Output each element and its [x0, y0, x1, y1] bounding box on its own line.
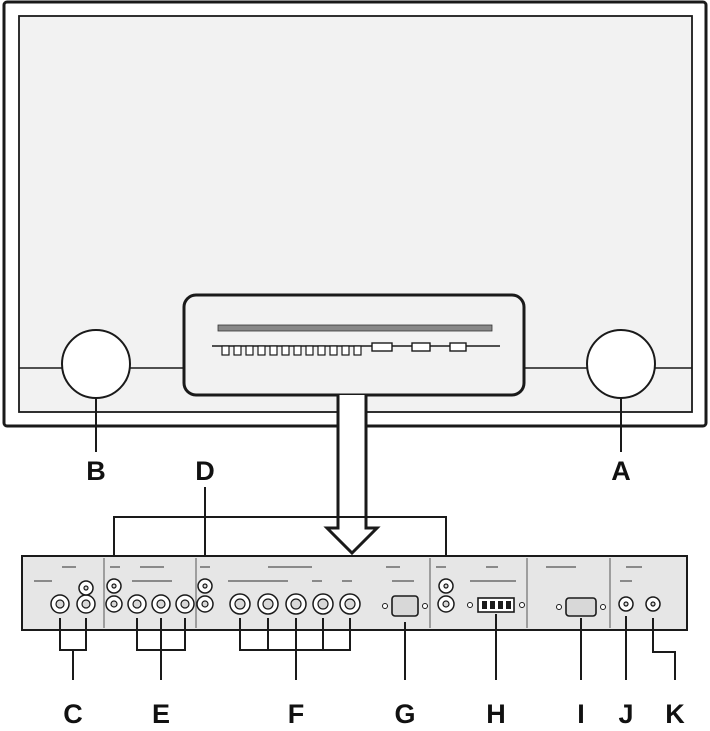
jack-core: [55, 599, 65, 609]
bracket-c: [59, 618, 87, 680]
jack-core: [180, 599, 190, 609]
panel-label-stroke: [620, 580, 632, 582]
dsub-connector: [565, 597, 597, 617]
bracket-audio-link: [113, 516, 447, 585]
jack-core: [317, 598, 329, 610]
mini-port: [245, 345, 254, 356]
panel-dividers: [103, 558, 611, 628]
mini-port: [221, 345, 230, 356]
callout-g: G: [394, 699, 415, 729]
terminal-area-box: [182, 293, 526, 397]
multipin-screw: [467, 602, 473, 608]
mini-port: [281, 345, 290, 356]
jack-core: [132, 599, 142, 609]
mini-port: [317, 345, 326, 356]
multipin-pin: [498, 601, 503, 609]
jack-core: [156, 599, 166, 609]
multipin-screw: [519, 602, 525, 608]
mini-port: [341, 345, 350, 356]
multipin-pin: [490, 601, 495, 609]
panel-label-stroke: [546, 566, 576, 568]
jack-core: [83, 585, 89, 591]
terminal-strip-top: [217, 324, 493, 332]
mini-port: [269, 345, 278, 356]
panel-ports: [50, 578, 661, 617]
panel-label-stroke: [626, 566, 642, 568]
jack-core: [234, 598, 246, 610]
mini-port-wide: [449, 342, 467, 352]
callout-e: E: [152, 699, 170, 729]
multipin-pin: [482, 601, 487, 609]
panel-label-stroke: [34, 580, 52, 582]
zoom-arrow: [323, 395, 381, 556]
panel-label-stroke: [132, 580, 172, 582]
jack-core: [81, 599, 91, 609]
panel-label-stroke: [268, 566, 312, 568]
dsub-screw: [556, 604, 562, 610]
callout-a: A: [611, 456, 631, 486]
callout-c: C: [63, 699, 83, 729]
dsub-connector: [391, 595, 419, 617]
jack-core: [262, 598, 274, 610]
jack-core: [443, 583, 449, 589]
speaker-left-circle: [61, 329, 131, 399]
panel-label-stroke: [62, 566, 76, 568]
panel-label-stroke: [228, 580, 288, 582]
mini-port: [353, 345, 362, 356]
jack-core: [201, 600, 209, 608]
panel-label-stroke: [436, 566, 446, 568]
mini-port: [293, 345, 302, 356]
panel-label-stroke: [312, 580, 322, 582]
dsub-screw: [422, 603, 428, 609]
callout-d: D: [195, 456, 215, 486]
callout-i: I: [577, 699, 585, 729]
dsub-screw: [382, 603, 388, 609]
jack-core: [290, 598, 302, 610]
mini-port: [257, 345, 266, 356]
multipin-pin: [506, 601, 511, 609]
dsub-screw: [600, 604, 606, 610]
terminal-panel-body: [21, 555, 688, 631]
jack-core: [623, 601, 629, 607]
mini-port-wide: [411, 342, 431, 352]
mini-port: [329, 345, 338, 356]
panel-label-stroke: [342, 580, 352, 582]
bracket-e: [136, 618, 186, 680]
terminal-mini-ports: [221, 342, 467, 356]
terminal-panel: [21, 555, 688, 631]
speaker-right-circle: [586, 329, 656, 399]
callout-j: J: [618, 699, 633, 729]
panel-label-stroke: [386, 566, 400, 568]
monitor-rear: [2, 0, 708, 452]
mini-port: [233, 345, 242, 356]
panel-tiny-labels: [34, 566, 642, 582]
panel-label-stroke: [392, 580, 414, 582]
callout-k: K: [665, 699, 685, 729]
jack-core: [111, 583, 117, 589]
jack-core: [650, 601, 656, 607]
panel-label-stroke: [486, 566, 498, 568]
bracket-f: [239, 618, 351, 680]
mini-port: [305, 345, 314, 356]
leader-line-k: [652, 618, 676, 680]
panel-label-stroke: [110, 566, 120, 568]
callout-f: F: [288, 699, 305, 729]
jack-core: [110, 600, 118, 608]
panel-label-stroke: [470, 580, 516, 582]
panel-label-stroke: [200, 566, 210, 568]
jack-core: [202, 583, 208, 589]
panel-label-stroke: [140, 566, 164, 568]
jack-core: [344, 598, 356, 610]
callout-h: H: [486, 699, 506, 729]
jack-core: [442, 600, 450, 608]
mini-port-wide: [371, 342, 393, 352]
callout-b: B: [86, 456, 106, 486]
